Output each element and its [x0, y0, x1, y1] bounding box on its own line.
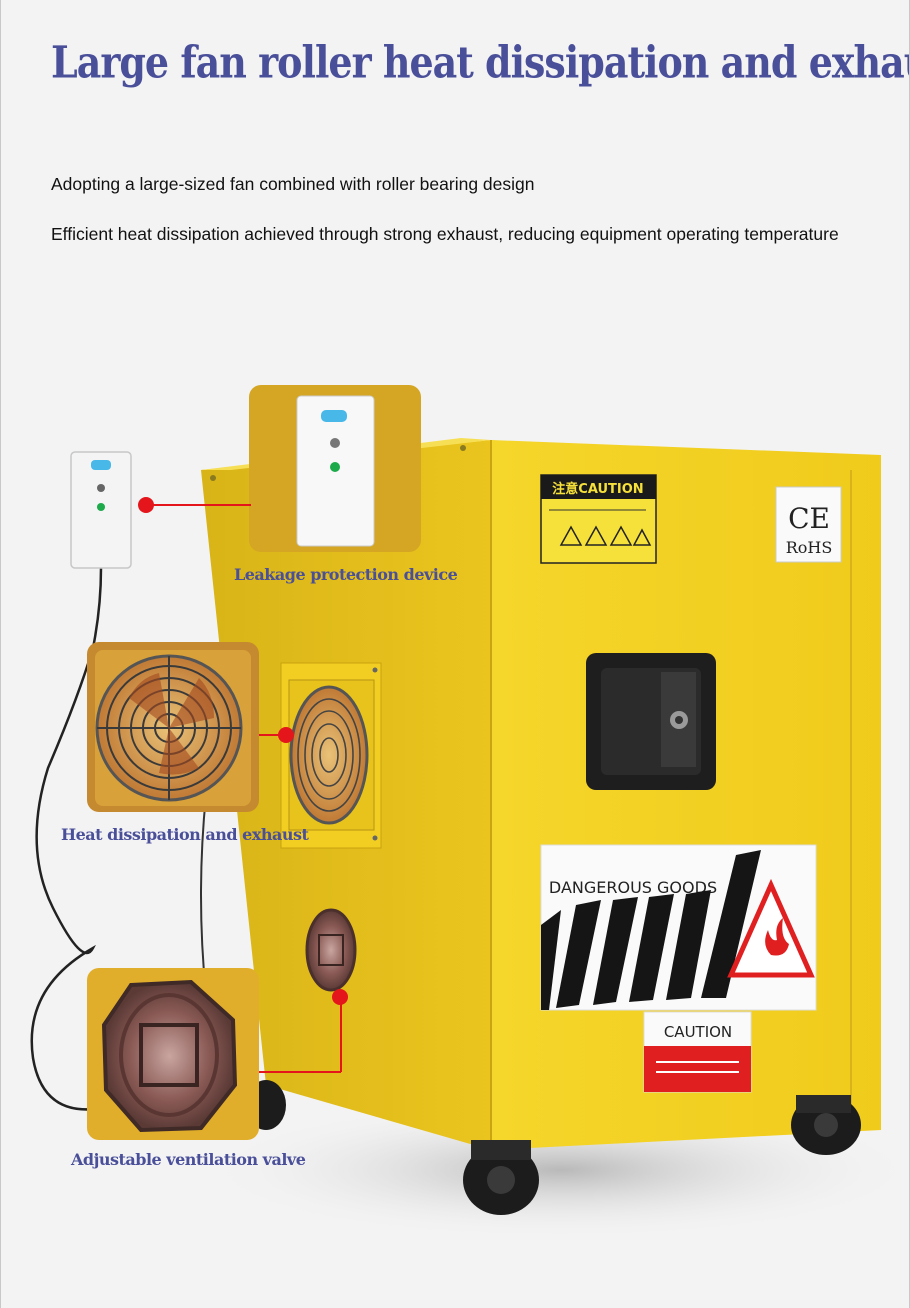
callout-dot-fan — [278, 727, 294, 743]
rohs-text: RoHS — [786, 538, 833, 557]
ce-rohs-label — [775, 486, 842, 563]
side-valve — [305, 908, 357, 992]
dangerous-text: DANGEROUS GOODS — [549, 878, 717, 897]
ce-text: CE — [788, 502, 830, 535]
callout-label-leakage: Leakage protection device — [234, 565, 458, 584]
callout-dot-valve — [332, 989, 348, 1005]
wheels — [246, 1080, 861, 1215]
callout-label-heat: Heat dissipation and exhaust — [61, 825, 309, 844]
valve-zoom — [101, 979, 238, 1133]
side-fan — [289, 685, 369, 825]
description-1: Adopting a large-sized fan combined with… — [51, 174, 535, 194]
caution-bottom-text: CAUTION — [664, 1023, 732, 1041]
caution-top-text: 注意CAUTION — [552, 481, 643, 497]
callout-label-valve: Adjustable ventilation valve — [71, 1150, 306, 1169]
page-title: Large fan roller heat dissipation and ex… — [51, 36, 910, 88]
callout-dot-leakage — [138, 497, 154, 513]
description-2: Efficient heat dissipation achieved thro… — [51, 224, 839, 244]
